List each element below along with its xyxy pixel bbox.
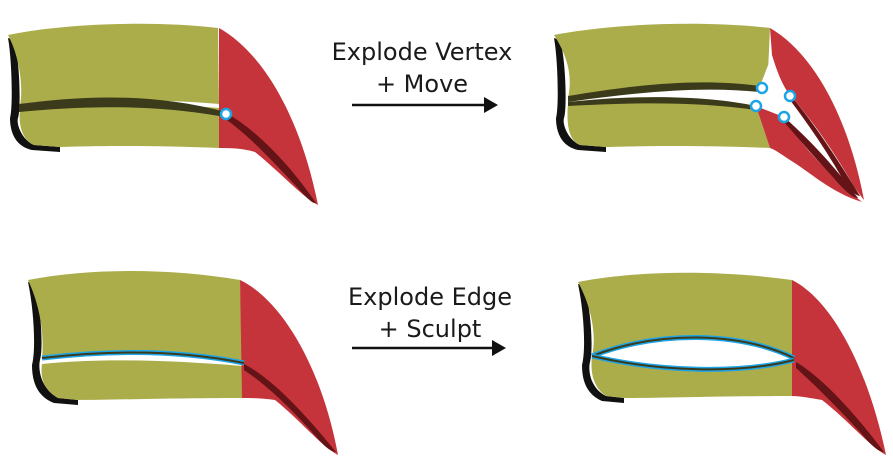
vertex-handle[interactable] [783, 89, 797, 103]
beak-red-slit [244, 364, 336, 452]
beak-dark-slit [19, 97, 226, 116]
beak-vertex-exploded [554, 23, 864, 202]
arrow-explode-edge [352, 340, 506, 356]
beak-red-slit-upper [790, 95, 860, 196]
beak-green-upper [554, 23, 770, 99]
beak-red-slit [796, 362, 884, 452]
beak-opening [592, 337, 794, 370]
beak-red-slit [224, 112, 316, 204]
beak-green-lower [567, 98, 770, 148]
beak-red-section [240, 280, 338, 455]
beak-back-outline [8, 38, 60, 152]
beak-red-lower [756, 106, 862, 202]
vertex-handle[interactable] [749, 99, 763, 113]
beak-edge-selected [28, 271, 338, 455]
step-label-explode-edge: Explode Edge + Sculpt [310, 281, 550, 345]
beak-red-section [219, 28, 318, 205]
beak-green-upper [28, 271, 242, 360]
beak-edge-exploded [578, 272, 886, 455]
step-label-explode-vertex: Explode Vertex + Move [302, 36, 542, 100]
beak-red-upper [765, 28, 864, 200]
vertex-handle[interactable] [755, 81, 769, 95]
beak-red-slit-lower [784, 117, 858, 198]
step-label-line1: Explode Edge [348, 283, 512, 311]
beak-green-lower [19, 104, 220, 148]
vertex-handle[interactable] [777, 110, 791, 124]
step-label-line1: Explode Vertex [331, 38, 513, 66]
sculpted-edge-upper-core [591, 336, 795, 359]
beak-green-lower [41, 360, 243, 400]
beak-green-upper [578, 272, 794, 356]
beak-back-outline [578, 284, 624, 403]
step-label-line2: + Move [375, 70, 469, 98]
beak-back-outline [554, 38, 606, 152]
step-label-line2: + Sculpt [378, 315, 482, 343]
beak-dark-slit-upper [568, 82, 760, 102]
sculpted-edge-lower-core [591, 355, 795, 371]
selected-edge-core [41, 351, 245, 364]
vertex-handle[interactable] [219, 107, 233, 121]
beak-red-section [792, 280, 886, 455]
arrow-explode-vertex [352, 97, 498, 113]
beak-dark-slit-lower [568, 97, 756, 110]
beak-original [8, 23, 318, 205]
beak-green-upper [8, 23, 219, 107]
beak-back-outline [28, 282, 78, 405]
